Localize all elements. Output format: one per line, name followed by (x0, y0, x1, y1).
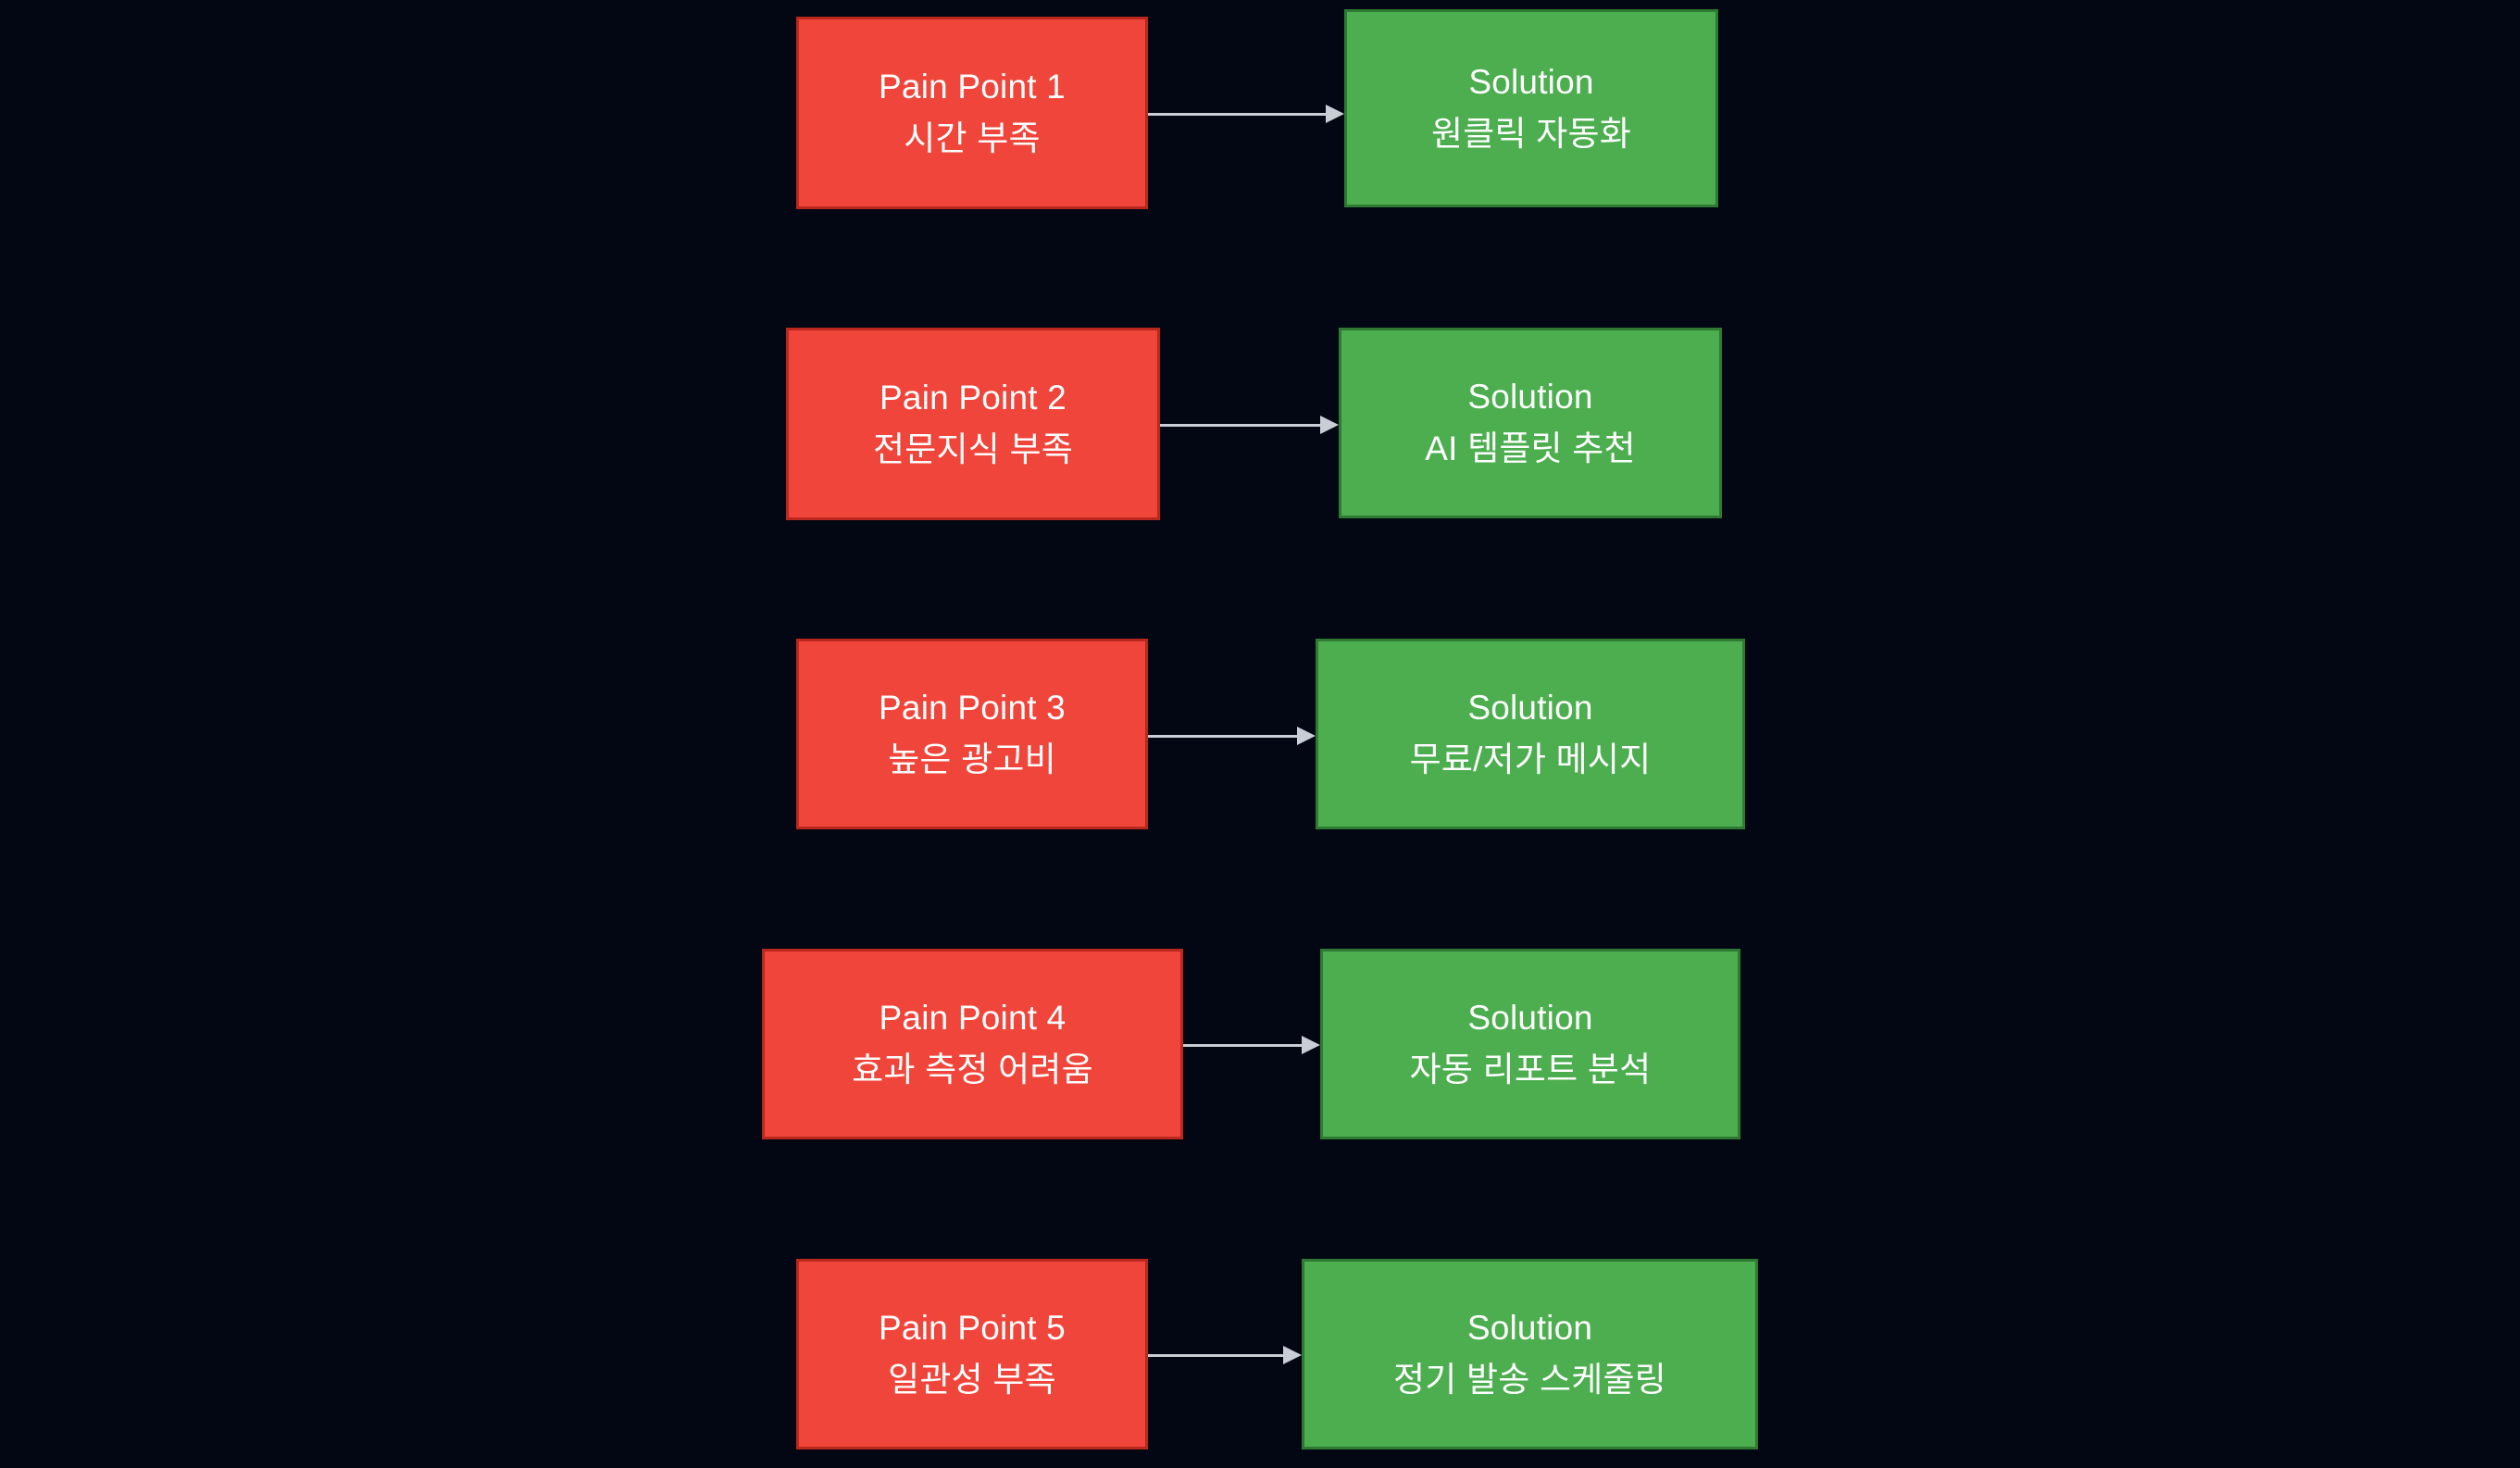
arrow-shaft-1 (1148, 113, 1328, 116)
arrow-shaft-4 (1183, 1044, 1304, 1047)
arrow-head-icon-1 (1326, 105, 1344, 123)
solution-title-4: Solution (1467, 998, 1593, 1037)
solution-node-1[interactable]: Solution 원클릭 자동화 (1344, 9, 1718, 207)
pain-point-node-2[interactable]: Pain Point 2 전문지식 부족 (786, 328, 1160, 520)
pain-point-detail-3: 높은 광고비 (888, 740, 1056, 778)
arrow-head-icon-4 (1302, 1036, 1320, 1054)
arrow-head-icon-2 (1320, 416, 1339, 434)
solution-title-2: Solution (1467, 377, 1593, 416)
solution-title-1: Solution (1468, 62, 1594, 101)
pain-point-node-5[interactable]: Pain Point 5 일관성 부족 (796, 1259, 1148, 1449)
arrow-shaft-3 (1148, 735, 1299, 738)
pain-point-detail-5: 일관성 부족 (888, 1361, 1056, 1399)
solution-node-4[interactable]: Solution 자동 리포트 분석 (1320, 949, 1740, 1139)
solution-node-2[interactable]: Solution AI 템플릿 추천 (1339, 328, 1722, 518)
pain-point-title-3: Pain Point 3 (879, 688, 1066, 727)
arrow-head-icon-3 (1297, 727, 1316, 745)
pain-point-detail-2: 전문지식 부족 (873, 430, 1073, 468)
solution-title-3: Solution (1467, 688, 1593, 727)
solution-node-5[interactable]: Solution 정기 발송 스케줄링 (1302, 1259, 1758, 1449)
arrow-head-icon-5 (1283, 1346, 1302, 1364)
solution-title-5: Solution (1466, 1308, 1593, 1347)
solution-detail-5: 정기 발송 스케줄링 (1393, 1361, 1666, 1399)
solution-detail-1: 원클릭 자동화 (1431, 115, 1631, 153)
pain-point-node-3[interactable]: Pain Point 3 높은 광고비 (796, 639, 1148, 829)
solution-detail-2: AI 템플릿 추천 (1425, 429, 1636, 467)
pain-point-node-4[interactable]: Pain Point 4 효과 측정 어려움 (762, 949, 1183, 1139)
solution-detail-4: 자동 리포트 분석 (1409, 1051, 1652, 1089)
pain-point-title-4: Pain Point 4 (879, 998, 1067, 1037)
pain-point-node-1[interactable]: Pain Point 1 시간 부족 (796, 17, 1148, 209)
pain-point-title-2: Pain Point 2 (880, 378, 1067, 417)
arrow-shaft-2 (1160, 424, 1322, 427)
pain-point-detail-4: 효과 측정 어려움 (852, 1051, 1093, 1089)
pain-point-title-1: Pain Point 1 (879, 67, 1066, 106)
solution-node-3[interactable]: Solution 무료/저가 메시지 (1316, 639, 1745, 829)
arrow-shaft-5 (1148, 1354, 1285, 1357)
pain-point-title-5: Pain Point 5 (879, 1308, 1066, 1347)
pain-point-detail-1: 시간 부족 (904, 119, 1041, 157)
solution-detail-3: 무료/저가 메시지 (1409, 740, 1652, 778)
